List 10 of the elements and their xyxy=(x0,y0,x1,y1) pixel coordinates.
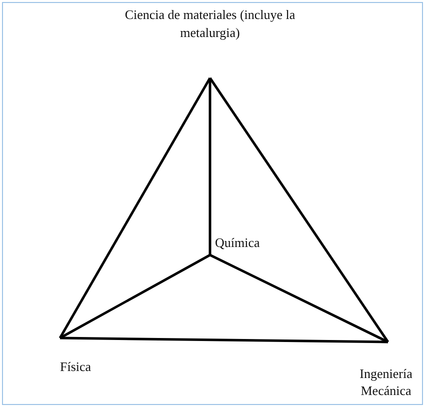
triangle-line xyxy=(208,77,390,343)
triangle-line xyxy=(60,336,388,344)
triangle-line xyxy=(209,254,389,344)
vertex-label: Ciencia de materiales (incluye la metalurgia) xyxy=(124,6,296,42)
triangle-line xyxy=(59,254,211,340)
vertex-label: Ingeniería Mecánica xyxy=(358,364,414,400)
vertex-label: Física xyxy=(60,358,92,376)
triangle-line xyxy=(58,77,212,339)
vertex-label: Química xyxy=(215,234,260,252)
triangle-line xyxy=(208,78,212,255)
